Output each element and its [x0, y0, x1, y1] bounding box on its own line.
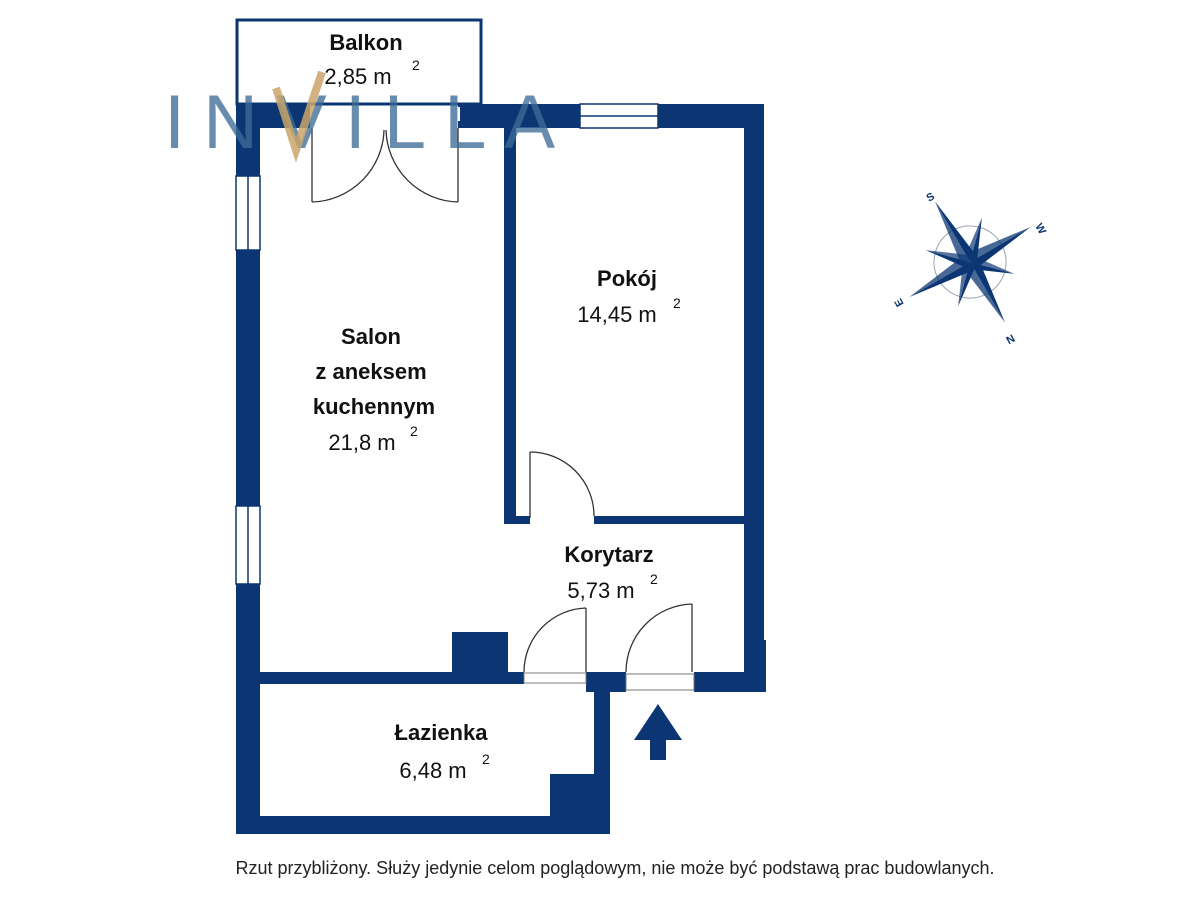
- room-area-superscript: 2: [673, 295, 681, 311]
- floor-plan: INVILLA Balkon 2,85 m 2 Salon z aneksem …: [164, 18, 1048, 834]
- balcony-outline: [235, 18, 483, 106]
- compass-label-s: S: [925, 191, 937, 205]
- room-label-balkon: Balkon 2,85 m 2: [324, 30, 420, 89]
- room-name: kuchennym: [313, 394, 435, 419]
- windows: [235, 103, 659, 585]
- doors: [310, 107, 693, 673]
- compass-label-n: N: [1004, 331, 1017, 345]
- compass-rose-icon: [909, 201, 1031, 323]
- room-area: 2,85 m: [324, 64, 391, 89]
- room-name: Pokój: [597, 266, 657, 291]
- room-label-salon: Salon z aneksem kuchennym 21,8 m 2: [313, 324, 435, 455]
- brand-logo: INVILLA: [164, 70, 573, 165]
- room-area-superscript: 2: [482, 751, 490, 767]
- logo-text: INVILLA: [164, 80, 573, 165]
- logo-accent-icon: [272, 70, 326, 163]
- room-name: Korytarz: [564, 542, 653, 567]
- room-area: 14,45 m: [577, 302, 657, 327]
- compass-label-w: W: [1032, 222, 1048, 238]
- room-name: Salon: [341, 324, 401, 349]
- room-area: 5,73 m: [567, 578, 634, 603]
- room-area: 6,48 m: [399, 758, 466, 783]
- room-area-superscript: 2: [412, 57, 420, 73]
- room-name: Łazienka: [395, 720, 489, 745]
- entrance-arrow-icon: [634, 704, 682, 760]
- room-area: 21,8 m: [328, 430, 395, 455]
- room-name: z aneksem: [315, 359, 426, 384]
- door-openings: [523, 672, 695, 691]
- compass-label-e: E: [893, 296, 907, 308]
- room-label-korytarz: Korytarz 5,73 m 2: [564, 542, 658, 603]
- room-area-superscript: 2: [650, 571, 658, 587]
- room-label-lazienka: Łazienka 6,48 m 2: [395, 720, 490, 783]
- room-name: Balkon: [329, 30, 402, 55]
- room-area-superscript: 2: [410, 423, 418, 439]
- room-label-pokoj: Pokój 14,45 m 2: [577, 266, 681, 327]
- walls: [236, 104, 766, 834]
- disclaimer-text: Rzut przybliżony. Służy jedynie celom po…: [235, 858, 995, 878]
